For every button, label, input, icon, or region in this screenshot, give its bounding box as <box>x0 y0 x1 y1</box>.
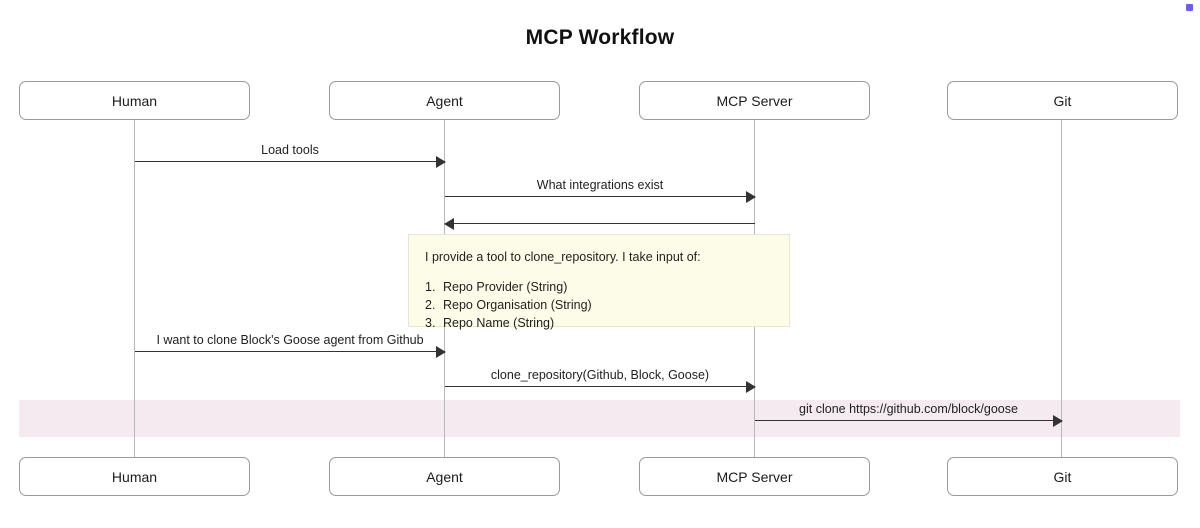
participant-label: MCP Server <box>716 468 793 485</box>
participant-label: MCP Server <box>716 92 793 109</box>
corner-marker-icon <box>1186 4 1193 11</box>
note-clone-repository-tool: I provide a tool to clone_repository. I … <box>408 234 790 332</box>
message-clone-repository-call: clone_repository(Github, Block, Goose) <box>445 360 756 394</box>
arrowhead-left-icon <box>444 217 454 230</box>
message-load-tools: Load tools <box>135 135 446 169</box>
participant-top-human[interactable]: Human <box>19 81 250 120</box>
page-title: MCP Workflow <box>525 26 675 49</box>
message-what-integrations-exist: What integrations exist <box>445 170 756 204</box>
participant-label: Agent <box>426 468 463 485</box>
highlight-band <box>19 400 1180 437</box>
lifeline-human <box>134 120 136 457</box>
participant-bottom-git[interactable]: Git <box>947 457 1178 496</box>
message-line <box>135 161 445 162</box>
participant-bottom-human[interactable]: Human <box>19 457 250 496</box>
arrowhead-right-icon <box>746 190 756 203</box>
arrowhead-right-icon <box>436 345 446 358</box>
note-list-item: Repo Organisation (String) <box>425 296 592 314</box>
arrowhead-right-icon <box>746 380 756 393</box>
participant-top-mcp-server[interactable]: MCP Server <box>639 81 870 120</box>
note-heading: I provide a tool to clone_repository. I … <box>425 250 701 264</box>
participant-label: Human <box>111 92 158 109</box>
note-list-item: Repo Provider (String) <box>425 278 568 296</box>
arrowhead-right-icon <box>1053 414 1063 427</box>
message-line <box>445 386 755 387</box>
participant-bottom-mcp-server[interactable]: MCP Server <box>639 457 870 496</box>
participant-label: Agent <box>426 92 463 109</box>
message-line <box>755 420 1062 421</box>
participant-label: Git <box>1053 92 1072 109</box>
message-label: git clone https://github.com/block/goose <box>799 402 1018 416</box>
message-label: What integrations exist <box>536 178 664 192</box>
message-line <box>445 196 755 197</box>
message-label: clone_repository(Github, Block, Goose) <box>490 368 710 382</box>
participant-label: Human <box>111 468 158 485</box>
participant-label: Git <box>1053 468 1072 485</box>
participant-top-git[interactable]: Git <box>947 81 1178 120</box>
message-line <box>135 351 445 352</box>
note-list: Repo Provider (String) Repo Organisation… <box>425 278 775 333</box>
message-label: Load tools <box>261 143 319 157</box>
message-clone-request: I want to clone Block's Goose agent from… <box>135 325 446 359</box>
message-label: I want to clone Block's Goose agent from… <box>156 333 424 347</box>
message-git-clone: git clone https://github.com/block/goose <box>755 394 1063 428</box>
message-line <box>445 223 755 224</box>
lifeline-git <box>1061 120 1063 457</box>
participant-top-agent[interactable]: Agent <box>329 81 560 120</box>
arrowhead-right-icon <box>436 155 446 168</box>
note-list-item: Repo Name (String) <box>425 314 555 332</box>
message-integrations-response <box>444 197 755 231</box>
participant-bottom-agent[interactable]: Agent <box>329 457 560 496</box>
